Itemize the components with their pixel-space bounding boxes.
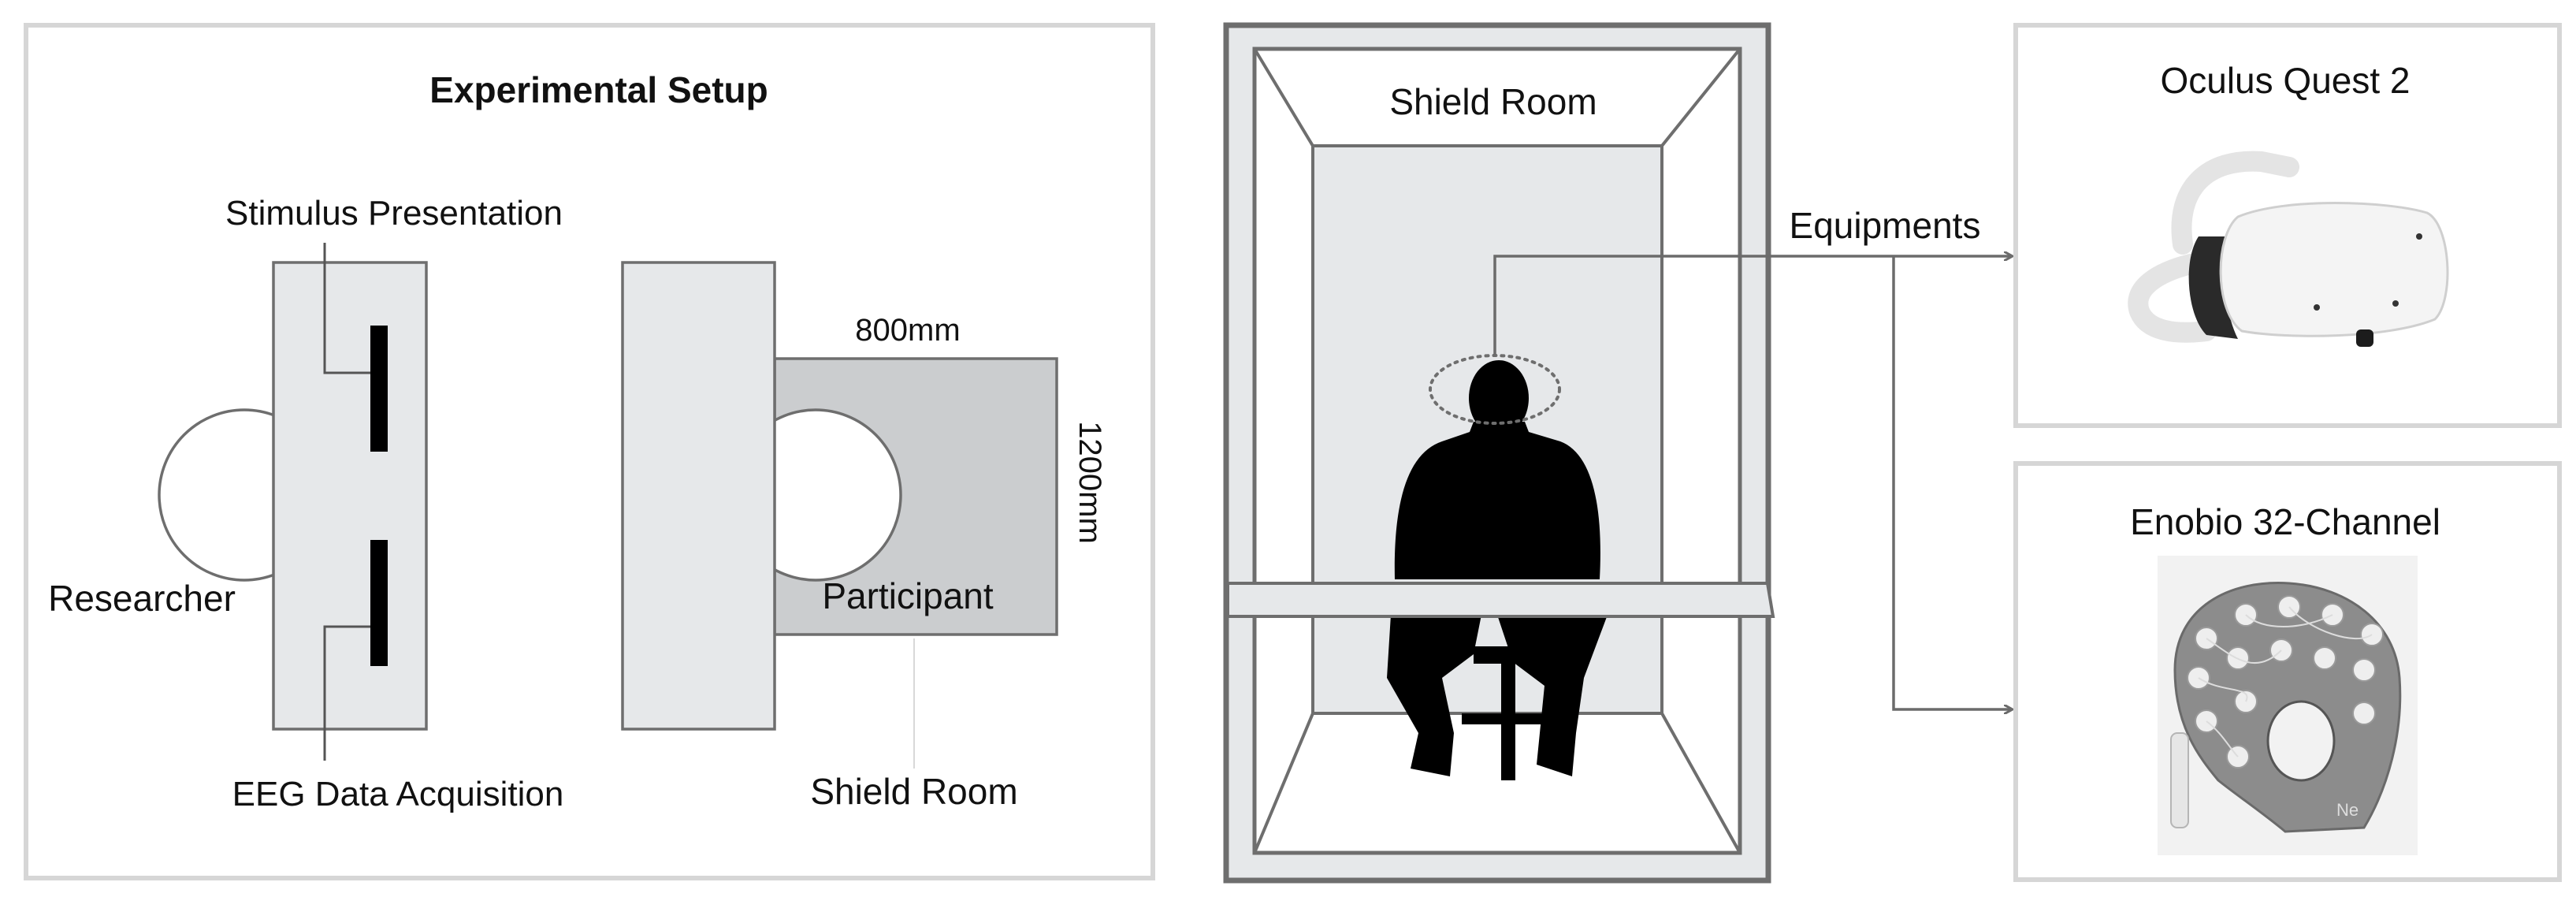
eeg-cap-logo: Ne [2336,800,2359,820]
oculus-title: Oculus Quest 2 [2160,60,2410,101]
equipments-label: Equipments [1790,205,1981,246]
equipment-arrow-bottom [1892,256,2012,709]
enobio-title: Enobio 32-Channel [2130,501,2440,542]
eeg-label: EEG Data Acquisition [232,775,564,813]
eeg-cap-icon: Ne [2158,556,2418,855]
electrode [2352,658,2376,682]
room-edge-bl [1253,713,1314,854]
headset-sensor-1 [2314,304,2320,311]
chair-seat [1474,646,1541,664]
participant-silhouette [1387,360,1608,780]
room-edge-tr [1660,47,1741,147]
silhouette-head [1469,360,1529,436]
headset-side-strap [2128,254,2217,343]
oculus-panel-frame [2013,23,2562,428]
eeg-wires [2198,606,2373,757]
shield-room-label: Shield Room [810,771,1017,812]
room-edge-tl [1253,47,1314,147]
enobio-panel: Enobio 32-Channel [2013,461,2562,882]
shield-room-panel: Shield Room Equipments [1223,22,2012,884]
eeg-monitor [370,540,388,666]
headset-button [2356,329,2373,347]
electrode [2313,646,2336,670]
width-dimension: 800mm [855,313,960,348]
participant-label: Participant [822,575,994,616]
eeg-amplifier [2170,732,2189,828]
silhouette-torso [1394,422,1600,579]
room-table [1226,582,1775,618]
stimulus-label: Stimulus Presentation [225,194,563,233]
stimulus-monitor [370,326,388,452]
headset-sensor-3 [2416,233,2422,240]
headset-body [2219,202,2449,337]
vr-headset-icon [2128,151,2449,347]
oculus-panel: Oculus Quest 2 [2013,23,2562,428]
equipment-arrow-top [1493,256,2012,355]
height-dimension: 1200mm [1072,421,1107,544]
headset-sensor-2 [2392,300,2399,307]
researcher-desk [272,261,428,731]
headset-strap [2171,151,2299,255]
room-edge-br [1660,713,1741,854]
eeg-leader-line [323,625,370,761]
panel-title: Experimental Setup [429,69,768,110]
room-title: Shield Room [1389,81,1597,122]
electrode [2352,702,2376,725]
shield-room-block [621,261,776,731]
stimulus-leader-line [323,243,370,374]
experimental-setup-panel: Experimental Setup Stimulus Presentation… [24,23,1155,880]
chair-crossbar [1462,713,1552,724]
researcher-label: Researcher [48,578,236,619]
eeg-cap-ear-hole [2266,700,2336,782]
silhouette-left-leg [1387,615,1481,776]
